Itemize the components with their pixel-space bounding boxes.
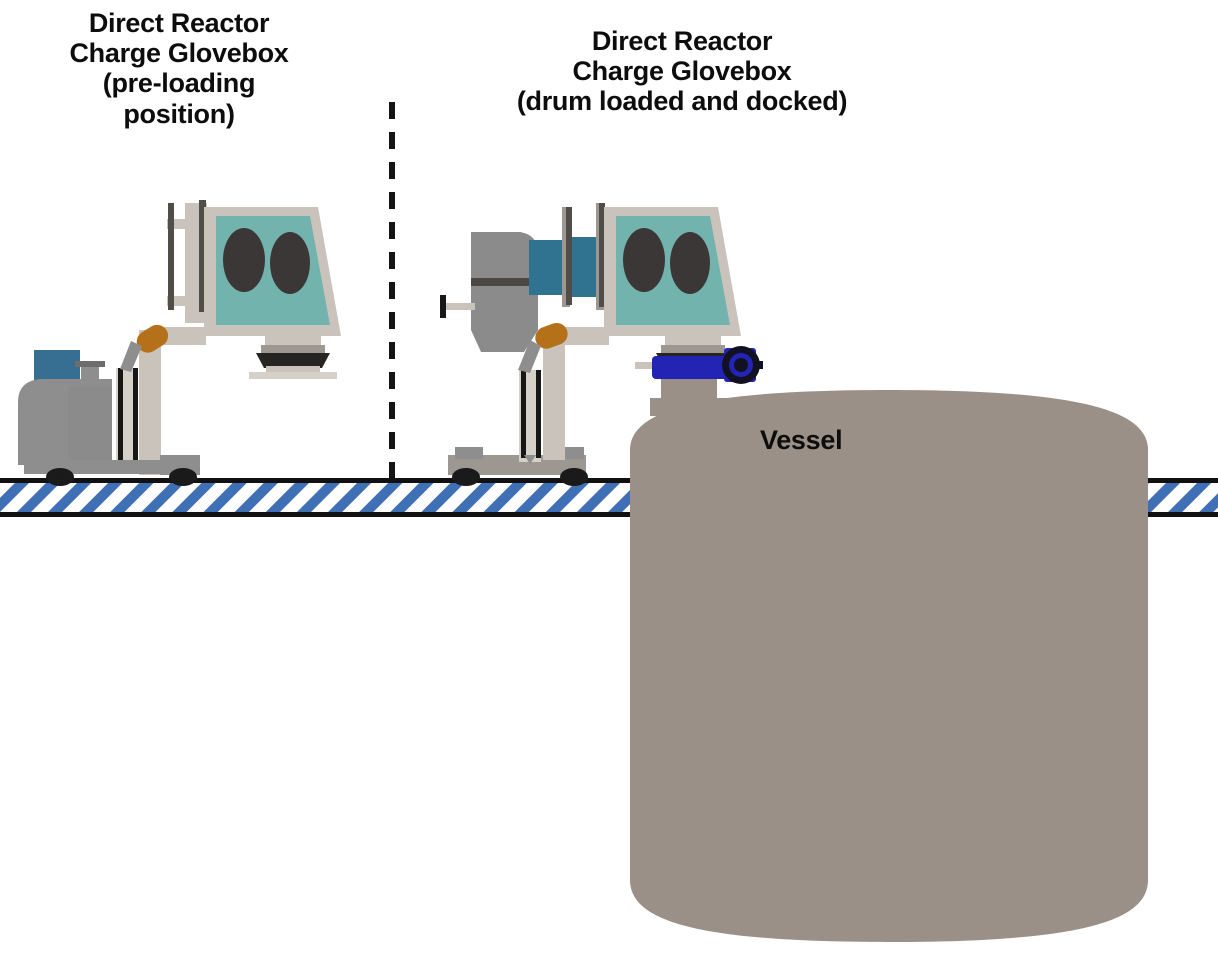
valve-left-stub — [635, 362, 665, 369]
handle-right — [518, 322, 568, 373]
drum-taper — [471, 330, 538, 352]
drum-loaded — [440, 232, 538, 352]
glovebox-support-arm-left — [158, 327, 206, 345]
drum-band — [471, 278, 538, 286]
process-vessel — [630, 375, 1148, 942]
glove-port-right-right — [670, 232, 710, 294]
right-assembly-docked — [440, 203, 741, 486]
glovebox-left — [204, 207, 341, 336]
truck-post-cap — [75, 361, 105, 367]
lift-mast-right — [519, 330, 565, 464]
wheel-rear-left — [169, 468, 197, 486]
valve-stem-end — [753, 361, 763, 369]
title-drum-loaded-docked: Direct Reactor Charge Glovebox (drum loa… — [516, 26, 848, 117]
valve-body — [652, 356, 745, 379]
trolley-base-right — [448, 447, 588, 486]
title-preloading-position: Direct Reactor Charge Glovebox (pre-load… — [69, 8, 289, 129]
handle-left — [120, 324, 169, 372]
wheel-rear-right — [560, 468, 588, 486]
wheel-front-right — [452, 468, 480, 486]
left-assembly-preloading — [18, 200, 341, 486]
vessel-shell — [630, 390, 1148, 942]
lift-mast-left — [116, 330, 161, 475]
drum-spindle — [443, 303, 475, 310]
drum-transfer-neck — [529, 203, 605, 310]
handle-stem-right — [518, 340, 541, 373]
dock-valve-assembly — [635, 346, 763, 384]
handle-stem — [120, 341, 142, 372]
pedestal-base-plate — [249, 372, 337, 379]
orange-grip — [136, 324, 169, 353]
truck-deck — [24, 460, 164, 474]
pallet-truck-left — [18, 350, 200, 486]
glove-port-right — [270, 232, 310, 294]
glove-port-left — [223, 228, 265, 292]
transfer-port-frame — [167, 200, 207, 323]
vessel-label: Vessel — [760, 425, 843, 455]
valve-handwheel-hub — [734, 358, 748, 372]
glovebox-support-arm-right — [559, 327, 609, 345]
spindle-end-cap — [440, 295, 446, 318]
pedestal-flange — [256, 353, 330, 368]
orange-grip-right — [535, 322, 568, 349]
glovebox-right — [604, 207, 741, 336]
glove-port-left-right — [623, 228, 665, 292]
glovebox-pedestal-left — [249, 334, 337, 379]
wheel-front-left — [46, 468, 74, 486]
